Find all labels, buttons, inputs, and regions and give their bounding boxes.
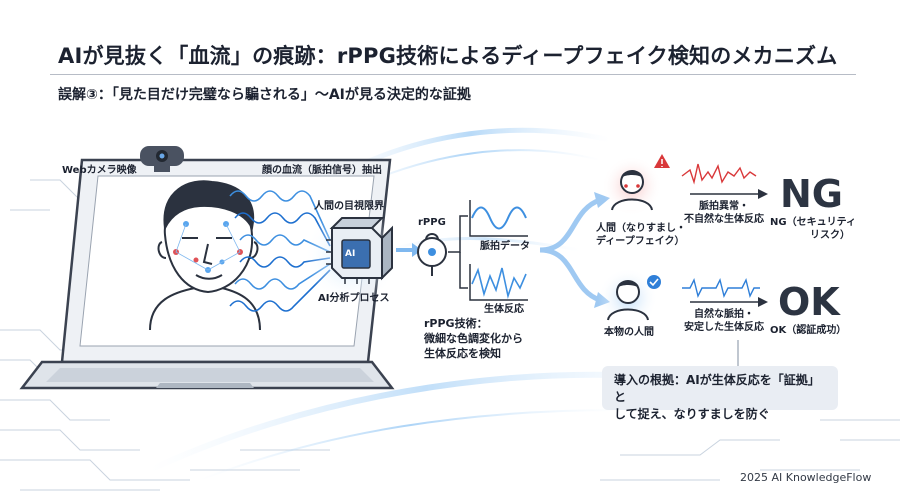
fake-person-icon [602, 154, 670, 216]
title-divider [50, 74, 856, 75]
ok-arrow [690, 297, 768, 307]
blood-flow-label: 顔の血流（脈拍信号）抽出 [262, 165, 382, 176]
rppg-label: rPPG [418, 217, 446, 228]
ng-verdict-detail: NG（セキュリティ リスク） [770, 216, 856, 242]
rppg-description: rPPG技術： 微細な色調変化から 生体反応を検知 [424, 316, 523, 361]
real-signal-label-line: 自然な脈拍・ [694, 309, 754, 320]
circuit-traces [0, 179, 900, 491]
fake-signal-label-line: 脈拍異常・ [699, 201, 749, 212]
ai-process-label: AI分析プロセス [318, 293, 390, 304]
person-face-illustration [149, 180, 261, 331]
rppg-branch-lines [448, 215, 468, 289]
webcam-icon [140, 146, 184, 172]
ng-verdict-detail-line: リスク） [810, 230, 850, 241]
real-signal-label: 自然な脈拍・ 安定した生体反応 [684, 308, 764, 334]
ng-verdict: NG [780, 172, 843, 216]
rppg-description-line: 生体反応を検知 [424, 347, 501, 360]
bio-response-chart [469, 264, 528, 301]
conclusion-callout: 導入の根拠：AIが生体反応を「証拠」と して捉え、なりすましを防ぐ [602, 366, 838, 421]
callout-line: して捉え、なりすましを防ぐ [614, 407, 770, 421]
real-person-icon [598, 268, 661, 328]
ok-verdict: OK [778, 280, 840, 324]
flow-arrow-ai-to-rppg [396, 243, 422, 257]
human-limit-label: 人間の目視限界 [314, 201, 384, 212]
real-person-label: 本物の人間 [604, 327, 654, 338]
page-title: AIが見抜く「血流」の痕跡：rPPG技術によるディープフェイク検知のメカニズム [58, 44, 838, 68]
fake-signal-label-line: 不自然な生体反応 [684, 214, 764, 225]
blood-flow-waves [229, 190, 331, 312]
fake-person-label-line: ディープフェイク） [596, 236, 685, 247]
pulse-data-label: 脈拍データ [480, 241, 530, 252]
pulse-data-chart [469, 200, 528, 237]
rppg-description-line: 微細な色調変化から [424, 332, 523, 345]
face-tracking-points [173, 221, 243, 273]
decision-fork-arrows [539, 192, 610, 308]
fake-person-label-line: 人間（なりすまし・ [596, 223, 686, 234]
bio-response-label: 生体反応 [484, 304, 524, 315]
ng-arrow [690, 189, 768, 199]
callout-line: 導入の根拠：AIが生体反応を「証拠」と [614, 373, 820, 404]
ng-verdict-detail-line: NG（セキュリティ [770, 217, 856, 228]
page-subtitle: 誤解③：「見た目だけ完璧なら騙される」〜AIが見る決定的な証拠 [58, 87, 471, 103]
abnormal-pulse-signal [681, 163, 757, 185]
fake-signal-label: 脈拍異常・ 不自然な生体反応 [684, 200, 764, 226]
ok-verdict-detail: OK（認証成功） [770, 325, 847, 336]
ai-chip-label: AI [345, 249, 356, 259]
webcam-label: Webカメラ映像 [62, 165, 137, 176]
rppg-sensor-icon [417, 233, 447, 276]
ai-chip-icon [304, 208, 400, 304]
rppg-description-line: rPPG技術： [424, 317, 488, 330]
real-signal-label-line: 安定した生体反応 [684, 322, 764, 333]
credit-text: 2025 AI KnowledgeFlow [740, 471, 872, 484]
normal-pulse-signal [682, 277, 760, 299]
fake-person-label: 人間（なりすまし・ ディープフェイク） [596, 222, 686, 248]
